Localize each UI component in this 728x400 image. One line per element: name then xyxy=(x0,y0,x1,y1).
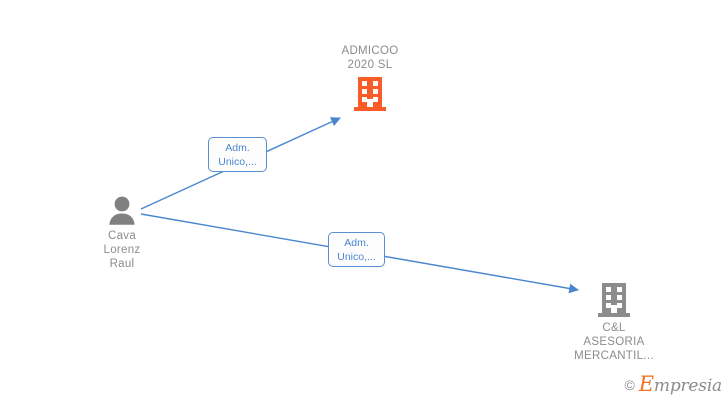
copyright-icon: © xyxy=(624,376,635,393)
person-icon xyxy=(109,196,135,225)
node-label-admicoo: ADMICOO 2020 SL xyxy=(341,45,399,71)
node-label-person: Cava Lorenz Raul xyxy=(103,230,141,270)
edge-label-person-admicoo[interactable]: Adm. Unico,... xyxy=(208,137,267,172)
node-person-cava-lorenz-raul[interactable]: Cava Lorenz Raul xyxy=(52,196,192,271)
brand-rest: mpresia xyxy=(653,376,722,396)
building-icon xyxy=(354,77,386,111)
building-icon xyxy=(598,283,630,317)
brand-initial: E xyxy=(638,372,654,396)
empresia-watermark: © Empresia xyxy=(624,374,722,395)
node-company-admicoo[interactable]: ADMICOO 2020 SL xyxy=(300,44,440,112)
edge-label-person-cyl[interactable]: Adm. Unico,... xyxy=(328,232,385,267)
node-label-cyl: C&L ASESORIA MERCANTIL... xyxy=(574,322,654,362)
node-company-cyl-asesoria[interactable]: C&L ASESORIA MERCANTIL... xyxy=(544,282,684,363)
brand-wordmark: Empresia xyxy=(639,374,722,395)
